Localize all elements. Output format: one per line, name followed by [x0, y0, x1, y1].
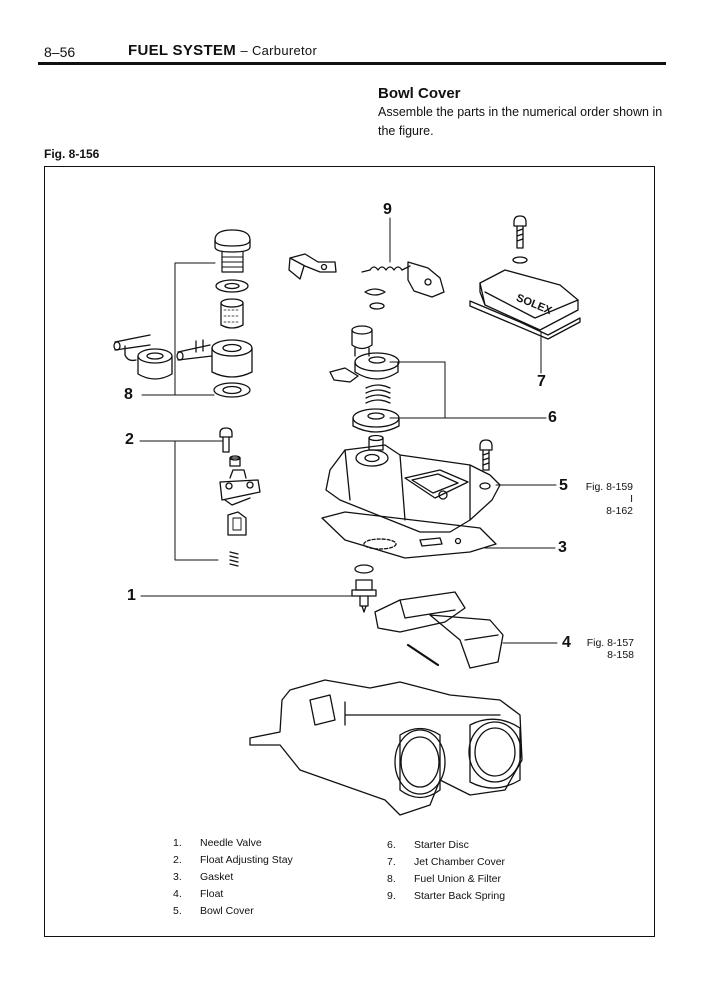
- callout-3: 3: [558, 539, 567, 556]
- callout-7: 7: [537, 373, 546, 390]
- float-part: [374, 591, 504, 669]
- callout-1: 1: [127, 587, 136, 604]
- page-number: 8–56: [44, 44, 76, 60]
- figref-float: Fig. 8-157 8-158: [586, 637, 634, 661]
- carburetor-body: [249, 679, 523, 816]
- needle-valve-part: [351, 564, 377, 613]
- header-rule: [38, 62, 666, 65]
- float-adjusting-stay-parts: [219, 427, 261, 567]
- callout-9: 9: [383, 201, 392, 218]
- figure-frame: [44, 166, 655, 937]
- figref-bowl-cover: Fig. 8-159 I 8-162: [585, 481, 633, 517]
- legend-left: 1.Needle Valve 2.Float Adjusting Stay 3.…: [173, 837, 293, 917]
- bowl-cover-body: [325, 439, 501, 533]
- fuel-union-filter-parts: [113, 229, 253, 398]
- jet-chamber-cover-parts: SOLEX: [469, 215, 581, 340]
- chapter-subtitle: – Carburetor: [240, 43, 318, 58]
- callout-2: 2: [125, 431, 134, 448]
- callout-6: 6: [548, 409, 557, 426]
- chapter-title: FUEL SYSTEM – Carburetor: [128, 42, 317, 59]
- chapter-title-main: FUEL SYSTEM: [128, 42, 237, 59]
- callout-4: 4: [562, 634, 571, 651]
- starter-back-spring-parts: [288, 253, 445, 310]
- section-title: Bowl Cover: [378, 85, 461, 102]
- callout-8: 8: [124, 386, 133, 403]
- callout-5: 5: [559, 477, 568, 494]
- legend-right: 6.Starter Disc 7.Jet Chamber Cover 8.Fue…: [387, 839, 506, 902]
- starter-disc-parts: [329, 325, 400, 451]
- gasket-part: [321, 511, 497, 559]
- cover-emblem: SOLEX: [514, 292, 554, 317]
- leader-lines: [139, 217, 558, 644]
- section-instruction: Assemble the parts in the numerical orde…: [378, 105, 663, 138]
- figure-label: Fig. 8-156: [44, 147, 100, 161]
